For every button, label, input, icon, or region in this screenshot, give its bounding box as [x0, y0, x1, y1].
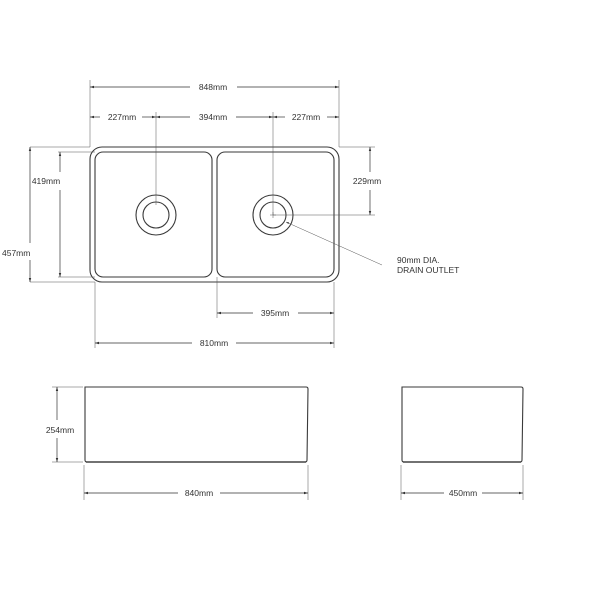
dim-229: 229mm: [353, 176, 381, 186]
left-drain-inner: [142, 201, 170, 229]
left-bowl: [94, 151, 213, 278]
dim-450: 450mm: [449, 488, 477, 498]
dim-810: 810mm: [200, 338, 228, 348]
dim-227-right: 227mm: [292, 112, 320, 122]
dim-848: 848mm: [199, 82, 227, 92]
drain-note-line1: 90mm DIA.: [397, 255, 440, 265]
dim-419: 419mm: [32, 176, 60, 186]
right-bowl: [216, 151, 335, 278]
top-view: 848mm 227mm 394mm 227mm 457mm 419mm 229m…: [2, 80, 459, 348]
dim-840: 840mm: [185, 488, 213, 498]
side-outline: [401, 386, 524, 463]
drain-note-line2: DRAIN OUTLET: [397, 265, 459, 275]
front-outline: [84, 386, 309, 463]
sink-outline: [89, 146, 340, 283]
dim-227-left: 227mm: [108, 112, 136, 122]
dim-457: 457mm: [2, 248, 30, 258]
front-view: 254mm 840mm: [46, 386, 309, 500]
dim-395: 395mm: [261, 308, 289, 318]
dim-394: 394mm: [199, 112, 227, 122]
dim-254: 254mm: [46, 425, 74, 435]
side-view: 450mm: [400, 386, 524, 500]
